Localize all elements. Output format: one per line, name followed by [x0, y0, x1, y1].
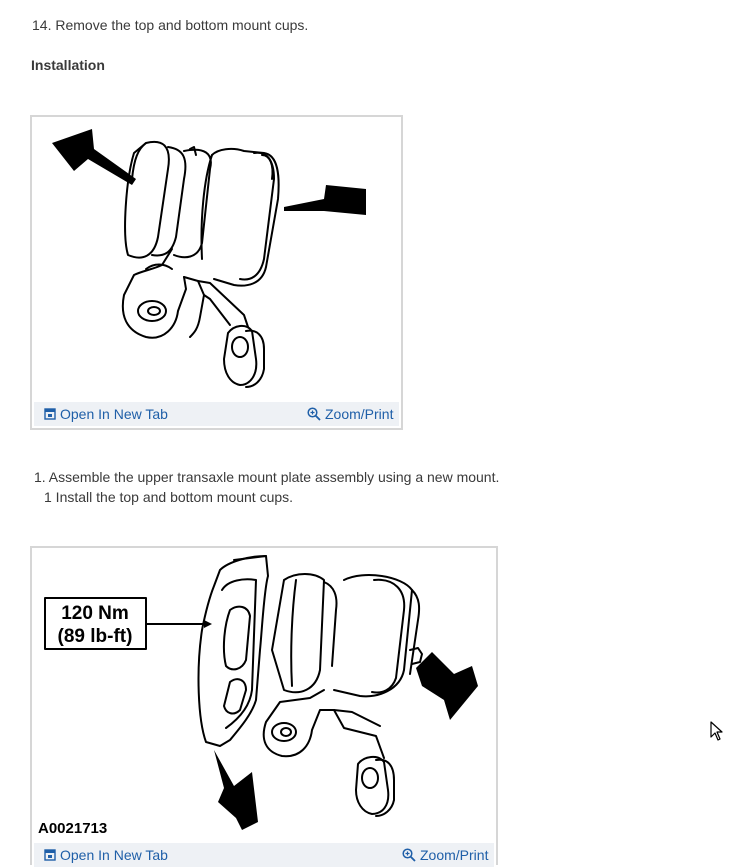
mount-installation-illustration: 120 Nm (89 lb-ft) A0021713 [38, 555, 478, 837]
install-step-1-text: 1. Assemble the upper transaxle mount pl… [34, 469, 500, 485]
torque-lbft-text: (89 lb-ft) [58, 626, 133, 647]
figure1-toolbar: Open In New Tab Zoom/Print [34, 402, 399, 426]
zoom-print-label: Zoom/Print [420, 847, 489, 863]
open-in-new-tab-label: Open In New Tab [60, 406, 168, 422]
removal-step-text: 14. Remove the top and bottom mount cups… [32, 17, 309, 33]
installation-heading: Installation [31, 57, 105, 73]
zoom-print-label: Zoom/Print [325, 406, 394, 422]
open-in-new-tab-icon [44, 849, 56, 861]
mount-cups-illustration [52, 129, 366, 388]
figure-mount-installation: 120 Nm (89 lb-ft) A0021713 [30, 546, 498, 867]
install-step-1-sub-text: 1 Install the top and bottom mount cups. [44, 489, 294, 505]
zoom-icon [307, 407, 321, 421]
zoom-icon [402, 848, 416, 862]
zoom-print-link[interactable]: Zoom/Print [402, 847, 488, 863]
mouse-cursor-icon [710, 721, 723, 741]
zoom-print-link[interactable]: Zoom/Print [307, 406, 393, 422]
figure-code-text: A0021713 [38, 820, 107, 837]
open-in-new-tab-icon [44, 408, 56, 420]
open-in-new-tab-label: Open In New Tab [60, 847, 168, 863]
torque-nm-text: 120 Nm [61, 603, 129, 624]
figure-mount-cups-removal: Open In New Tab Zoom/Print [30, 115, 403, 430]
figure2-toolbar: Open In New Tab Zoom/Print [34, 843, 494, 867]
open-in-new-tab-link[interactable]: Open In New Tab [44, 847, 168, 863]
open-in-new-tab-link[interactable]: Open In New Tab [44, 406, 168, 422]
